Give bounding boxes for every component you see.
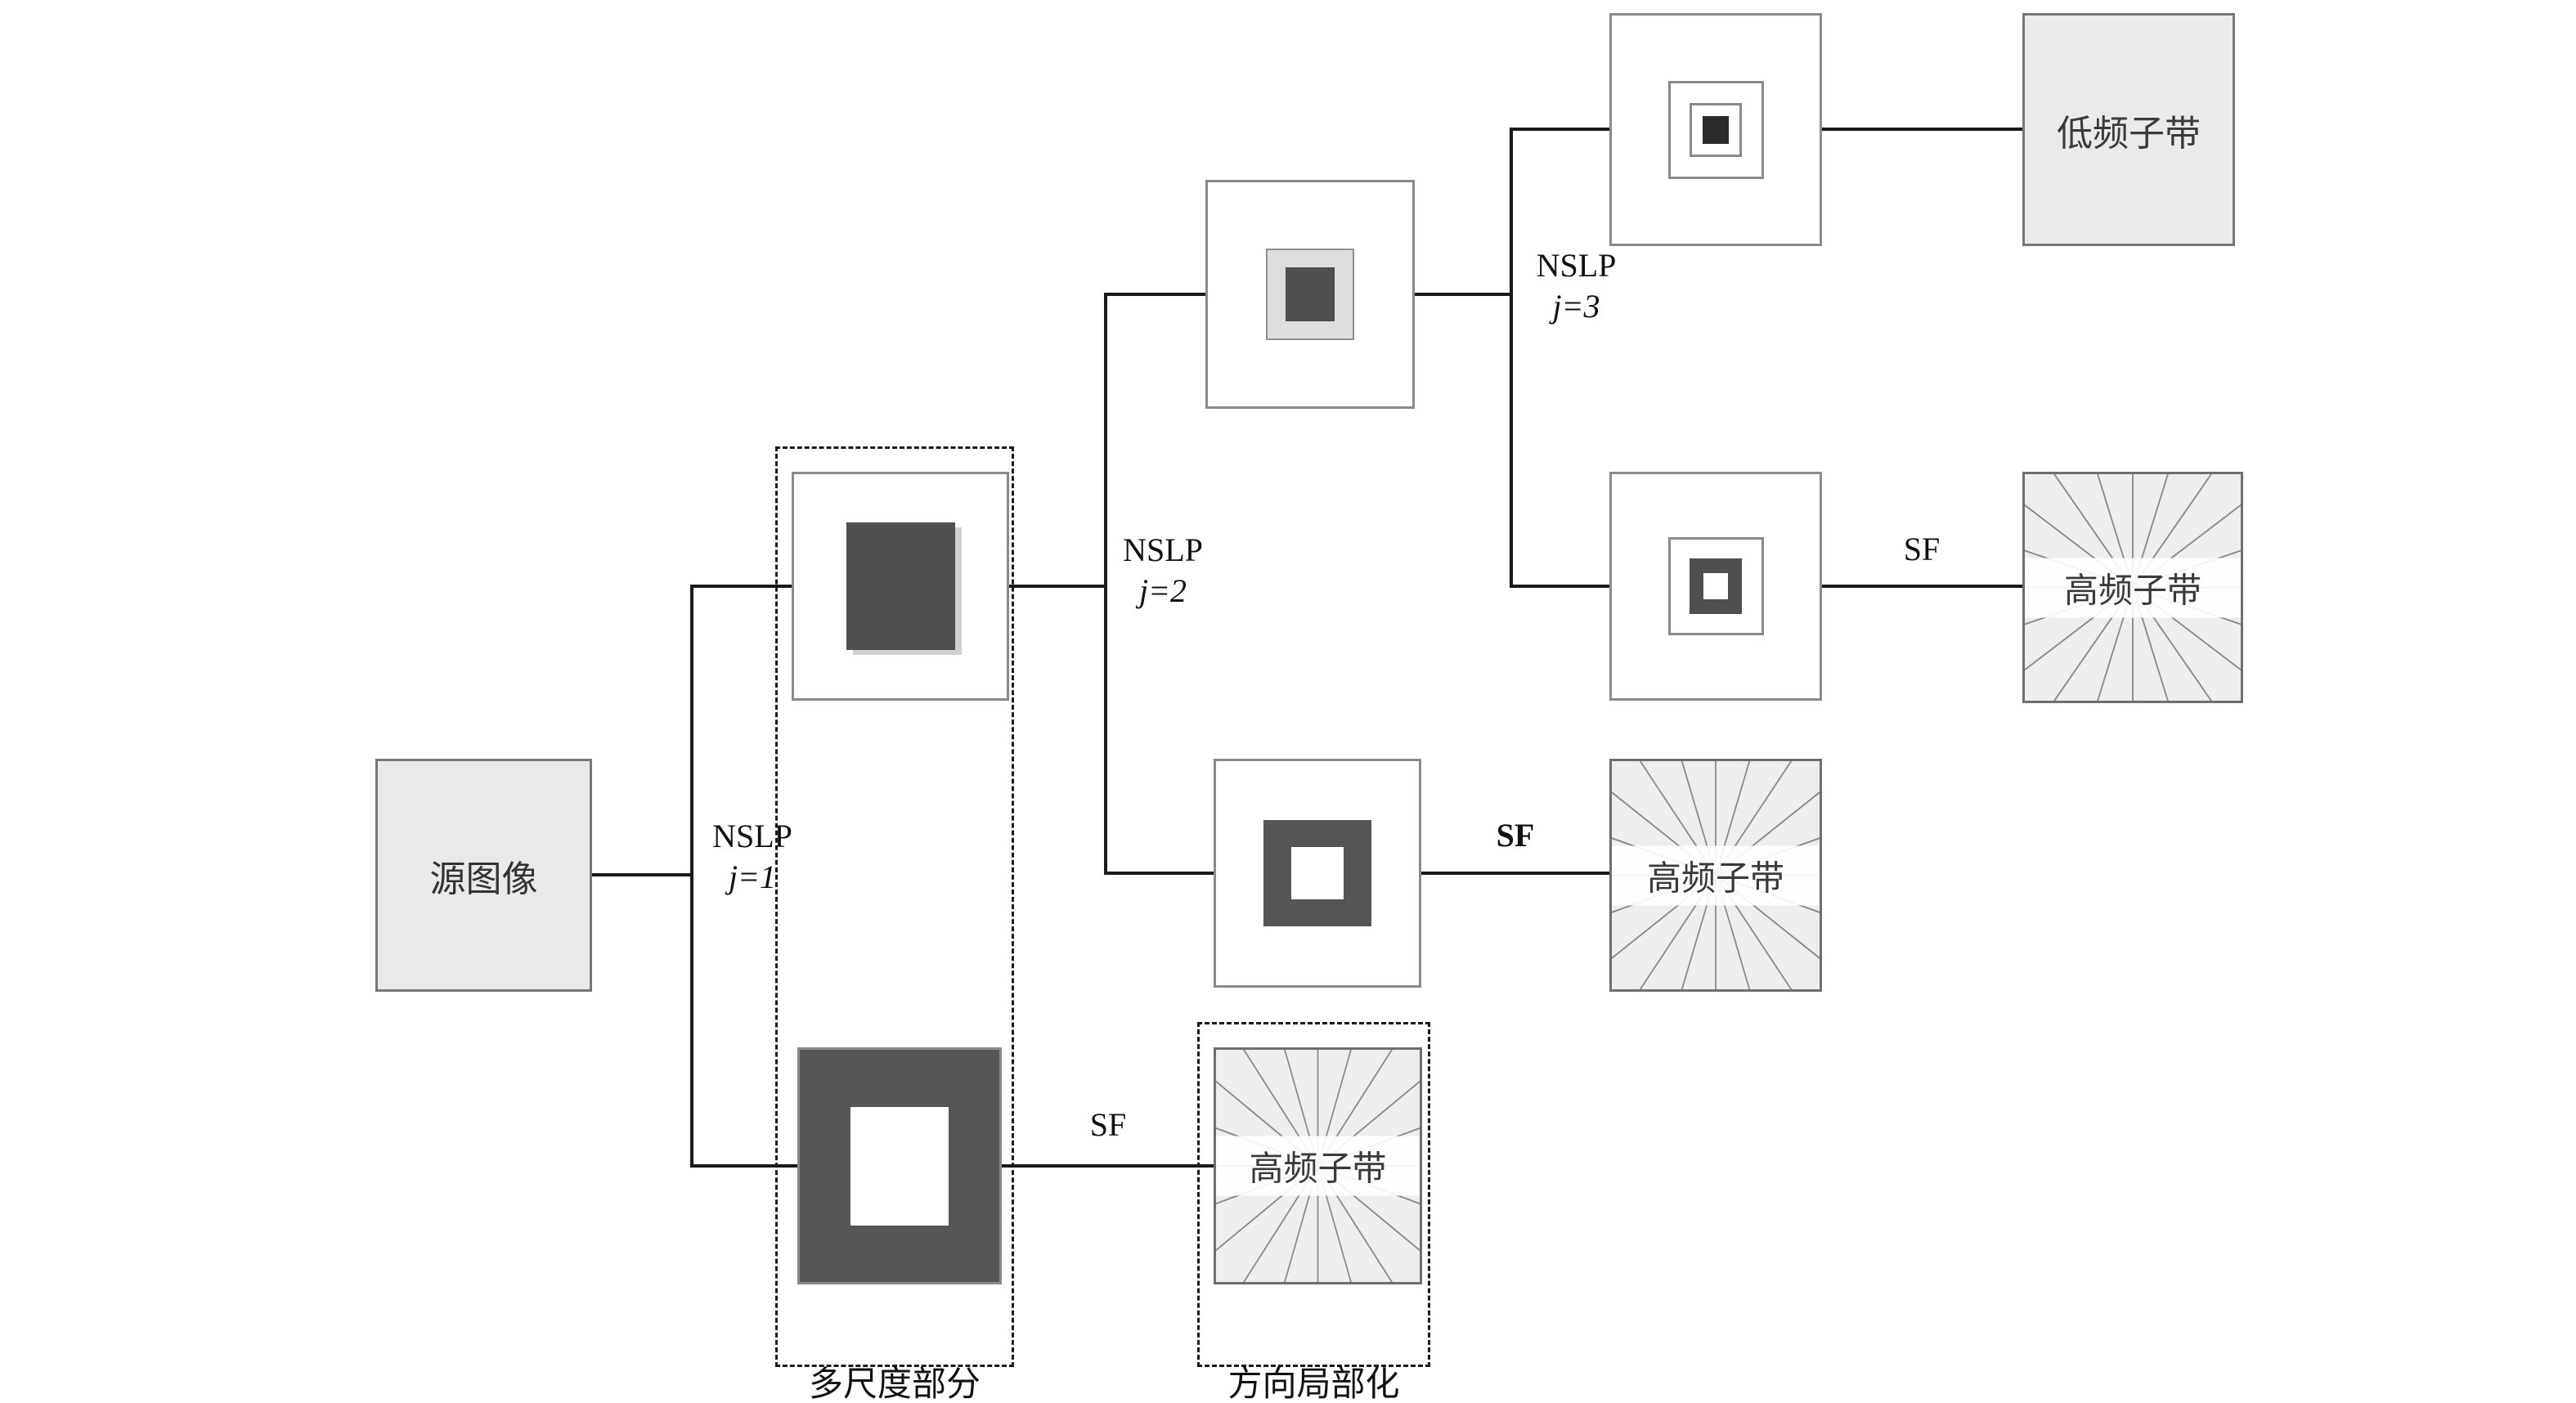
low-frequency-subband-box: 低频子带: [2022, 13, 2235, 246]
level3-lowpass-inner: [1690, 102, 1742, 157]
level2-highpass-glyph: [1263, 820, 1371, 926]
level3-highpass-ring: [1690, 558, 1742, 614]
source-image-label: 源图像: [429, 858, 538, 899]
level3-lowpass-core: [1703, 115, 1729, 144]
nslp-name: NSLP: [712, 818, 792, 854]
directional-group-outline: [1197, 1022, 1430, 1367]
multiscale-group-outline: [775, 446, 1014, 1367]
low-frequency-subband-label: 低频子带: [2057, 113, 2201, 154]
sf-label-level3: SF: [1903, 531, 1941, 567]
nslp-name: NSLP: [1123, 531, 1203, 568]
level2-lowpass-glyph: [1266, 249, 1354, 340]
level3-highpass-box: [1609, 472, 1822, 701]
level3-highpass-hole: [1703, 573, 1728, 599]
level1-highpass-box: [797, 1047, 1002, 1284]
nslp-j3-label: NSLP j=3: [1517, 245, 1636, 327]
level3-lowpass-glyph: [1667, 80, 1764, 179]
high-frequency-subband-fan-level3: 高频子带: [2022, 472, 2243, 703]
level2-lowpass-core: [1286, 267, 1335, 321]
level2-highpass-hole: [1291, 847, 1344, 899]
sf-label-level2: SF: [1496, 817, 1535, 854]
nslp-index: j=3: [1552, 288, 1600, 325]
nslp-name: NSLP: [1536, 247, 1617, 284]
level2-highpass-box: [1214, 759, 1421, 988]
nslp-index: j=2: [1138, 572, 1187, 609]
level1-lowpass-glyph: [846, 522, 955, 650]
nslp-index: j=1: [728, 858, 777, 895]
level2-lowpass-box: [1205, 180, 1415, 409]
high-frequency-subband-label: 高频子带: [1216, 1136, 1420, 1196]
source-image-box: 源图像: [375, 759, 592, 992]
high-frequency-subband-fan-level2: 高频子带: [1609, 759, 1822, 992]
level1-lowpass-box: [792, 472, 1009, 701]
high-frequency-subband-label: 高频子带: [2025, 558, 2241, 617]
level3-highpass-glyph: [1667, 537, 1764, 635]
level3-lowpass-box: [1609, 13, 1822, 246]
nslp-j2-label: NSLP j=2: [1106, 530, 1220, 612]
sf-label-level1: SF: [1089, 1106, 1127, 1143]
nslp-j1-label: NSLP j=1: [691, 816, 814, 898]
multiscale-group-caption: 多尺度部分: [808, 1366, 981, 1403]
directional-group-caption: 方向局部化: [1227, 1366, 1400, 1403]
level1-highpass-glyph: [850, 1106, 949, 1226]
high-frequency-subband-label: 高频子带: [1612, 845, 1820, 905]
high-frequency-subband-fan-level1: 高频子带: [1214, 1047, 1422, 1284]
